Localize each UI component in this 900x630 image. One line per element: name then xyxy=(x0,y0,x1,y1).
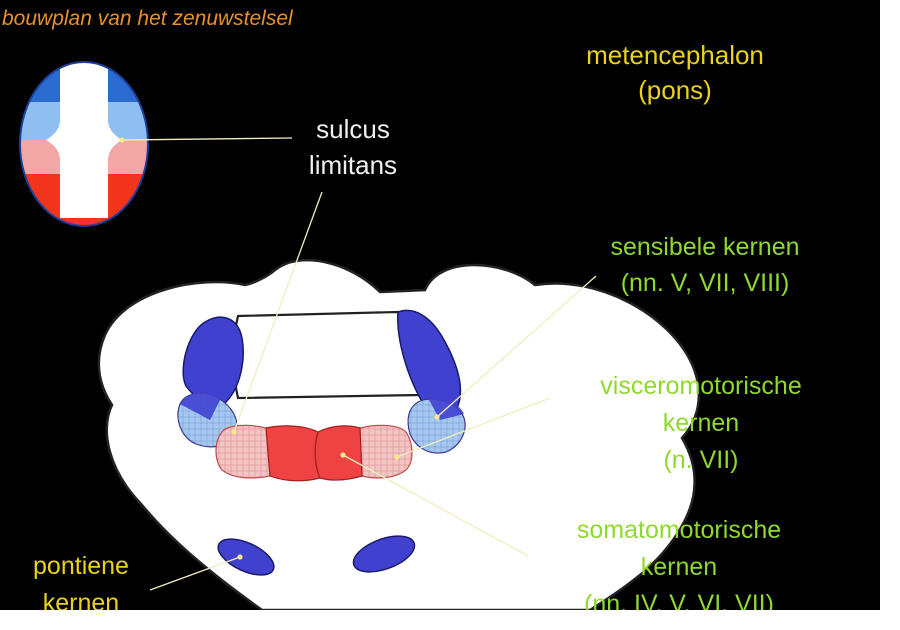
pointer-dots xyxy=(119,137,440,560)
sensory-nucleus-left xyxy=(182,316,244,405)
region-alias: (pons) xyxy=(638,75,712,105)
neural-tube-schematic xyxy=(19,61,149,227)
pontiene-line2: kernen xyxy=(42,589,120,611)
region-label: metencephalon (pons) xyxy=(560,42,790,103)
visceromotor-line1: visceromotorische xyxy=(600,372,802,400)
pointer-sulcus-limitans xyxy=(233,191,323,433)
region-name: metencephalon xyxy=(586,40,764,70)
visceromotor-nucleus-right xyxy=(359,424,413,479)
somatomotor-nucleus-right xyxy=(314,425,363,481)
pointer-lines xyxy=(121,137,597,591)
pointer-pontine xyxy=(149,556,241,591)
sensibel-line2: (nn. V, VII, VIII) xyxy=(620,269,790,297)
slide: bouwplan van het zenuwstelsel metencepha… xyxy=(0,0,880,610)
pointer-somatomotor xyxy=(342,454,529,557)
label-sulcus-limitans: sulcus limitans xyxy=(292,116,414,178)
sulcus-line1: sulcus xyxy=(316,114,390,144)
tube-lumen xyxy=(46,62,122,218)
somatomotor-line2: kernen xyxy=(640,553,718,581)
label-visceromotorische-kernen: visceromotorische kernen (n. VII) xyxy=(570,374,832,473)
pontine-nucleus-right xyxy=(352,535,416,573)
pontine-nucleus-left xyxy=(217,538,275,576)
pointer-sensory xyxy=(436,275,597,418)
pointer-visceromotor xyxy=(396,397,551,458)
sensibel-line1: sensibele kernen xyxy=(610,233,800,261)
sulcus-line2: limitans xyxy=(308,150,398,180)
label-somatomotorische-kernen: somatomotorische kernen (nn. IV, V, VI, … xyxy=(548,516,810,611)
slide-title: bouwplan van het zenuwstelsel xyxy=(2,7,293,30)
label-sensibele-kernen: sensibele kernen (nn. V, VII, VIII) xyxy=(580,235,830,296)
pointer-tube-sulcus xyxy=(121,137,293,141)
visceromotor-line3: (n. VII) xyxy=(663,446,739,474)
visceromotor-line2: kernen xyxy=(662,409,740,437)
pontiene-line1: pontiene xyxy=(33,552,129,580)
sensory-cap-left xyxy=(180,391,222,420)
label-pontiene-kernen: pontiene kernen xyxy=(18,552,144,611)
visceromotor-nucleus-left xyxy=(215,424,271,479)
somatomotor-line3: (nn. IV, V, VI, VII) xyxy=(584,590,774,611)
pons-diagram xyxy=(19,61,701,610)
somatomotor-line1: somatomotorische xyxy=(576,516,782,544)
somatomotor-nucleus-left xyxy=(265,425,321,482)
